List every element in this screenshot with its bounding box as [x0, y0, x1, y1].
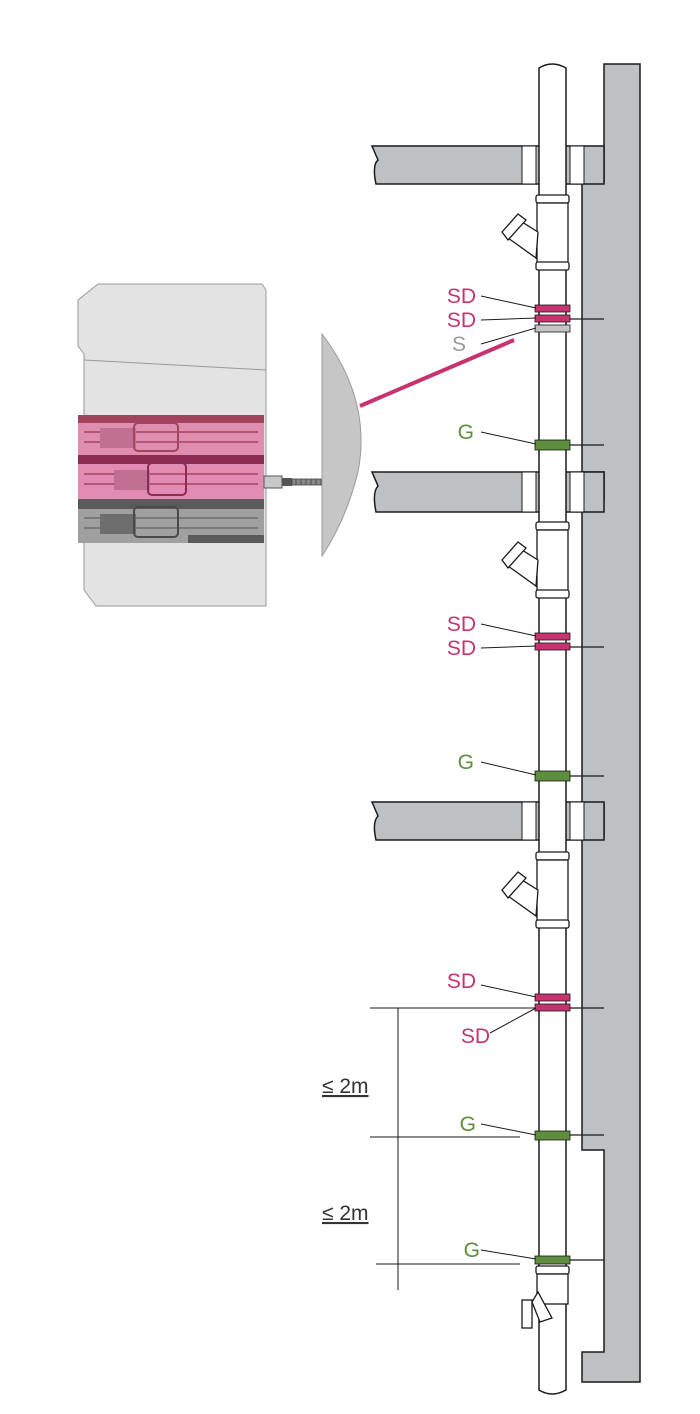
branch-fitting-1: [501, 213, 539, 260]
dimension-lines: [370, 1007, 536, 1290]
label-sd-5: SD: [447, 970, 476, 993]
floor-slab-3: [370, 801, 605, 841]
detail-sd-clamp-top: [78, 415, 264, 455]
spacing-dimension-2: ≤ 2m: [322, 1202, 369, 1225]
label-g-3: G: [460, 1113, 476, 1136]
label-sd-6: SD: [461, 1025, 490, 1048]
label-sd-4: SD: [447, 637, 476, 660]
detail-callout-line: [359, 338, 515, 408]
branch-fitting-3: [501, 871, 539, 918]
floor-slab-1: [370, 145, 605, 185]
label-g-1: G: [458, 421, 474, 444]
socket-joint-2: [535, 521, 570, 599]
g-clamp-band-1: [534, 439, 604, 451]
g-clamp-band-2: [534, 770, 604, 782]
socket-joint-1: [535, 194, 570, 271]
detail-wall-section: [321, 332, 362, 558]
label-s: S: [452, 333, 466, 356]
g-clamp-band-4: [534, 1255, 604, 1265]
sd-clamp-band-3: [534, 632, 571, 641]
floor-slab-2: [370, 471, 605, 513]
detail-view: [77, 283, 362, 607]
label-g-4: G: [464, 1239, 480, 1262]
label-sd-2: SD: [447, 309, 476, 332]
label-g-2: G: [458, 751, 474, 774]
sd-clamp-band-5: [534, 993, 571, 1002]
detail-sd-clamp-middle: [78, 455, 264, 499]
label-sd-3: SD: [447, 613, 476, 636]
detail-threaded-rod: [263, 475, 325, 489]
g-clamp-band-3: [534, 1130, 604, 1141]
detail-s-clamp-bottom: [78, 499, 264, 543]
branch-fitting-2: [501, 541, 539, 588]
label-sd-1: SD: [447, 285, 476, 308]
sd-clamp-band-1: [534, 304, 571, 313]
inspection-branch: [521, 1290, 553, 1329]
spacing-dimension-1: ≤ 2m: [322, 1075, 369, 1098]
wall: [581, 63, 641, 1383]
s-clamp-band: [534, 324, 571, 333]
vertical-pipe: [538, 63, 567, 1395]
socket-joint-3: [535, 851, 570, 929]
leader-lines: [480, 295, 537, 1260]
